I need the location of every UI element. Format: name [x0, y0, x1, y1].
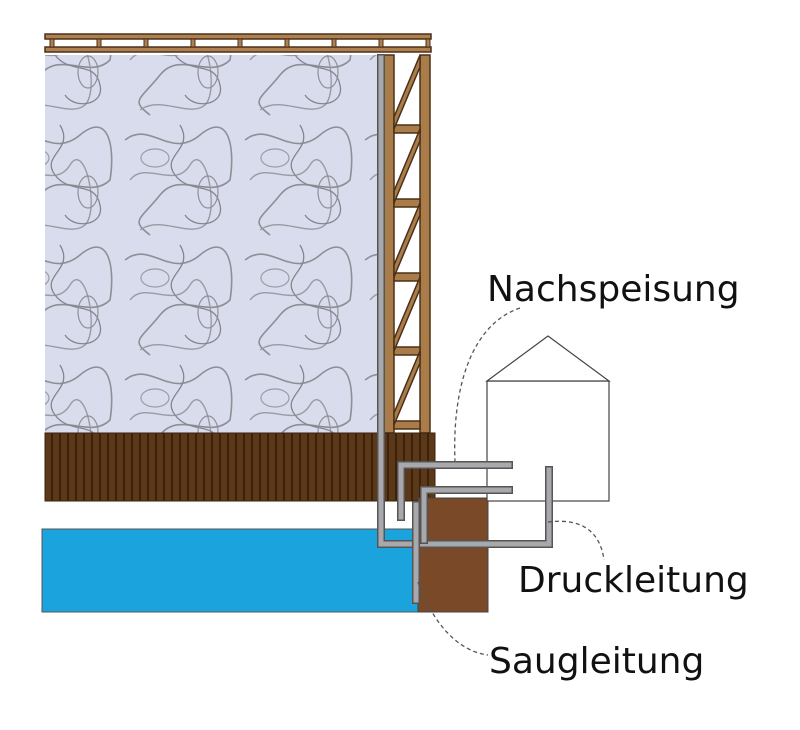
- label-saugleitung: Saugleitung: [489, 641, 705, 682]
- wooden-truss: [383, 54, 431, 434]
- leader-druckleitung: [547, 520, 605, 561]
- rail-post: [49, 38, 55, 48]
- storage-fill: [45, 55, 381, 433]
- rail-post: [284, 38, 290, 48]
- rail-post: [331, 38, 337, 48]
- label-nachspeisung: Nachspeisung: [487, 269, 740, 310]
- truss-diagonal: [393, 276, 421, 352]
- truss-crossbar: [393, 198, 421, 208]
- rail-post: [425, 38, 431, 48]
- brown-wall-block: [417, 497, 489, 613]
- label-druckleitung: Druckleitung: [518, 560, 749, 601]
- leader-saugleitung: [417, 581, 489, 656]
- rail-post: [190, 38, 196, 48]
- pipes: [377, 54, 553, 604]
- leader-lines: [417, 307, 605, 656]
- truss-crossbar: [393, 346, 421, 356]
- rail-post: [378, 38, 384, 48]
- leader-nachspeisung: [454, 307, 521, 463]
- truss-diagonal: [393, 350, 421, 426]
- water-basin: [41, 528, 419, 613]
- top-rail: [44, 33, 432, 53]
- rail-post: [143, 38, 149, 48]
- truss-crossbar: [393, 124, 421, 134]
- truss-diagonal: [393, 128, 421, 204]
- truss-crossbar: [393, 420, 421, 430]
- truss-diagonal: [393, 54, 421, 130]
- truss-diagonal: [393, 202, 421, 278]
- rail-post: [96, 38, 102, 48]
- truss-crossbar: [393, 272, 421, 282]
- rail-post: [237, 38, 243, 48]
- base-wood: [44, 432, 436, 502]
